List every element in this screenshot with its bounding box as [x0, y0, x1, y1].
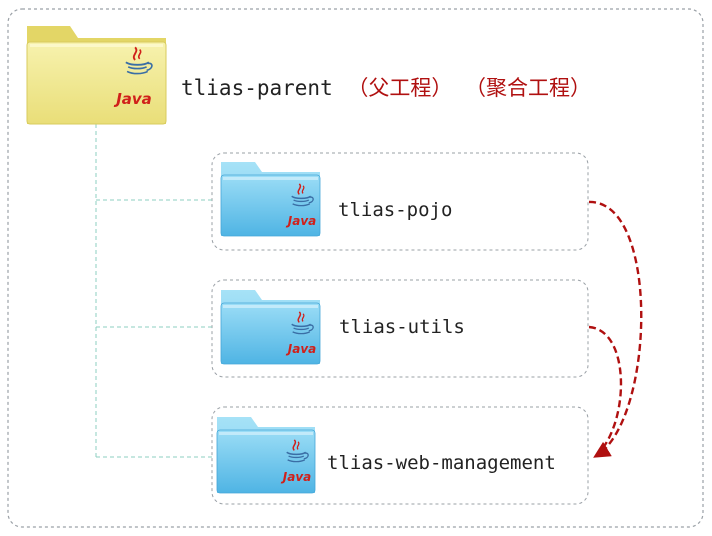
parent-module-name: tlias-parent	[181, 76, 333, 100]
parent-note-father: （父工程）	[347, 76, 452, 100]
module-box-web-management	[211, 406, 589, 505]
pojo-folder-icon	[220, 162, 321, 237]
dependency-arrow-pojo-to-web	[588, 200, 643, 458]
web-management-folder-icon	[216, 417, 316, 494]
parent-note-aggregation: （聚合工程）	[465, 76, 591, 100]
module-name-utils: tlias-utils	[339, 316, 465, 338]
parent-folder-icon	[26, 26, 167, 125]
dependency-arrow-utils-to-web	[588, 325, 623, 455]
module-box-pojo	[211, 152, 589, 251]
tree-connectors	[95, 124, 212, 458]
module-box-utils	[211, 279, 589, 378]
utils-java-logo-text: Java	[286, 342, 316, 356]
web-management-java-logo-text: Java	[281, 470, 311, 484]
module-name-pojo: tlias-pojo	[338, 199, 452, 221]
utils-folder-icon	[220, 290, 321, 365]
pojo-java-logo-text: Java	[286, 214, 316, 228]
parent-java-logo-text: Java	[113, 90, 152, 108]
module-name-web-management: tlias-web-management	[327, 452, 556, 474]
parent-module-label: tlias-parent （父工程） （聚合工程）	[181, 76, 591, 100]
